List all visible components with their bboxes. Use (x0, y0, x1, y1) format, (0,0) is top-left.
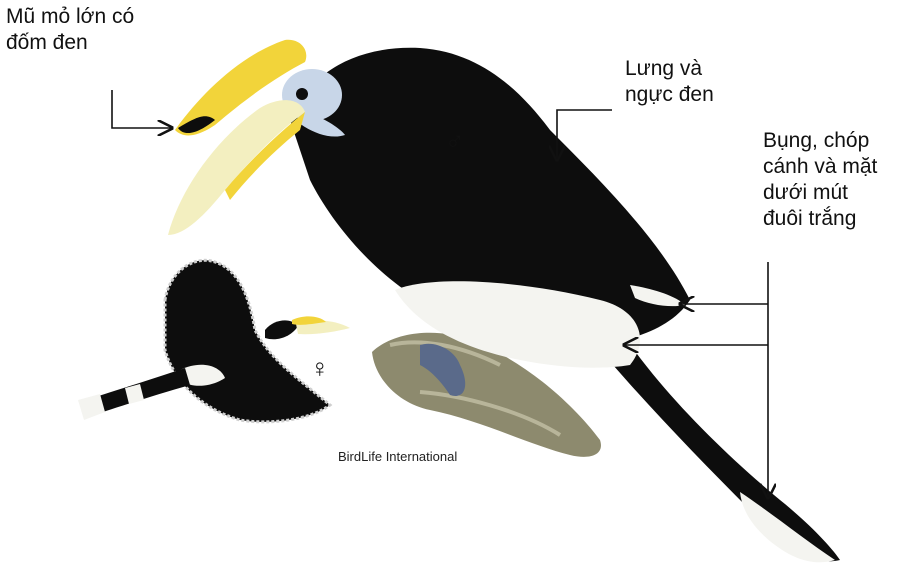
casque-label: Mũ mỏ lớn có đốm đen (6, 4, 134, 56)
belly-label-line2: cánh và mặt (763, 154, 877, 180)
belly-label: Bụng, chóp cánh và mặt dưới mút đuôi trắ… (763, 128, 877, 232)
back-label-line1: Lưng và (625, 56, 714, 82)
credit-text: BirdLife International (338, 449, 457, 464)
female-hornbill (78, 260, 350, 422)
back-label: Lưng và ngực đen (625, 56, 714, 108)
belly-label-line1: Bụng, chóp (763, 128, 877, 154)
casque-arrow (112, 90, 172, 128)
casque-label-line1: Mũ mỏ lớn có (6, 4, 134, 30)
female-symbol: ♀ (310, 355, 330, 381)
male-symbol: ♂ (445, 128, 465, 154)
belly-label-line3: dưới mút (763, 180, 877, 206)
belly-label-line4: đuôi trắng (763, 206, 877, 232)
back-label-line2: ngực đen (625, 82, 714, 108)
casque-label-line2: đốm đen (6, 30, 134, 56)
male-hornbill (168, 40, 840, 563)
